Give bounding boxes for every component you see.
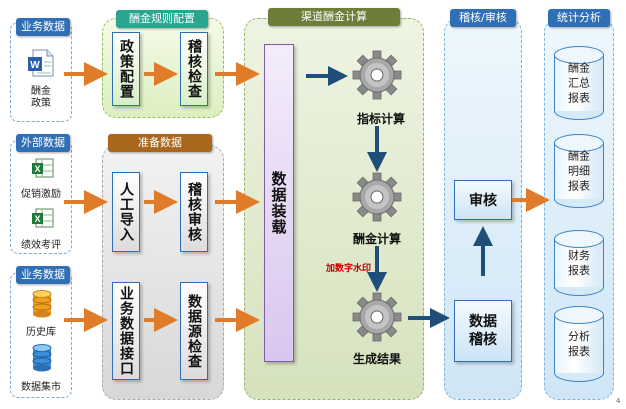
rule-config-title: 酬金规则配置 xyxy=(116,10,208,28)
review-label: 审核 xyxy=(469,193,497,209)
gear-icon xyxy=(352,172,402,222)
manual-import-label: 人工导入 xyxy=(118,182,134,242)
database-blue-icon xyxy=(31,344,53,372)
external-data-title: 外部数据 xyxy=(16,134,70,152)
audit-check-box: 稽核检查 xyxy=(180,32,208,106)
data-load-box: 数据装载 xyxy=(264,44,294,362)
analysis-report-label: 分析报表 xyxy=(568,330,590,358)
policy-doc-label-text: 酬金 政策 xyxy=(31,86,51,109)
data-source-check-label: 数据源检查 xyxy=(186,293,202,369)
generate-result-label: 生成结果 xyxy=(352,352,401,366)
data-mart-label: 数据集市 xyxy=(21,382,61,393)
promotion-incentive-label: 促销激励 xyxy=(21,189,61,200)
audit-review-box: 稽核审核 xyxy=(180,172,208,252)
reward-summary-report-label: 酬金汇总报表 xyxy=(568,61,590,105)
gear-icon xyxy=(352,50,402,100)
audit-panel-title: 稽核/审核 xyxy=(450,9,516,27)
analysis-panel-title: 统计分析 xyxy=(548,9,610,27)
calculation-title: 渠道酬金计算 xyxy=(268,8,400,26)
gear-icon xyxy=(352,292,402,342)
excel-icon: X xyxy=(32,208,54,228)
business-interface-label: 业务数据接口 xyxy=(118,286,134,376)
review-box: 审核 xyxy=(454,180,512,220)
manual-import-box: 人工导入 xyxy=(112,172,140,252)
reward-detail-report-label: 酬金明细报表 xyxy=(568,149,590,193)
word-doc-icon: W xyxy=(27,48,55,78)
indicator-calc-label: 指标计算 xyxy=(356,112,405,126)
database-gold-icon xyxy=(31,290,53,318)
business-interface-box: 业务数据接口 xyxy=(112,282,140,380)
business-data-title-1: 业务数据 xyxy=(16,18,70,36)
analysis-report: 分析报表 xyxy=(554,306,604,382)
finance-report-label: 财务报表 xyxy=(568,249,590,277)
prep-data-title: 准备数据 xyxy=(108,134,212,152)
policy-config-label: 政策配置 xyxy=(118,39,134,99)
watermark-note: 加数字水印 xyxy=(326,264,372,274)
svg-text:X: X xyxy=(34,164,40,174)
reward-calc-label: 酬金计算 xyxy=(352,232,401,246)
page-number: 4 xyxy=(616,397,621,405)
reward-summary-report: 酬金汇总报表 xyxy=(554,46,604,120)
svg-text:X: X xyxy=(34,214,40,224)
policy-config-box: 政策配置 xyxy=(112,32,140,106)
reward-detail-report: 酬金明细报表 xyxy=(554,134,604,208)
excel-icon: X xyxy=(32,158,54,178)
svg-text:W: W xyxy=(30,60,40,71)
data-audit-label: 数据稽核 xyxy=(469,314,497,348)
audit-review-label: 稽核审核 xyxy=(186,182,202,242)
data-load-label: 数据装载 xyxy=(269,171,288,235)
performance-review-label: 绩效考评 xyxy=(21,240,61,251)
data-source-check-box: 数据源检查 xyxy=(180,282,208,380)
audit-check-label: 稽核检查 xyxy=(186,39,202,99)
data-audit-box: 数据稽核 xyxy=(454,300,512,362)
business-data-title-2: 业务数据 xyxy=(16,266,70,284)
history-db-label: 历史库 xyxy=(26,327,56,338)
policy-doc-label: 酬金 政策 xyxy=(12,86,70,110)
finance-report: 财务报表 xyxy=(554,230,604,296)
